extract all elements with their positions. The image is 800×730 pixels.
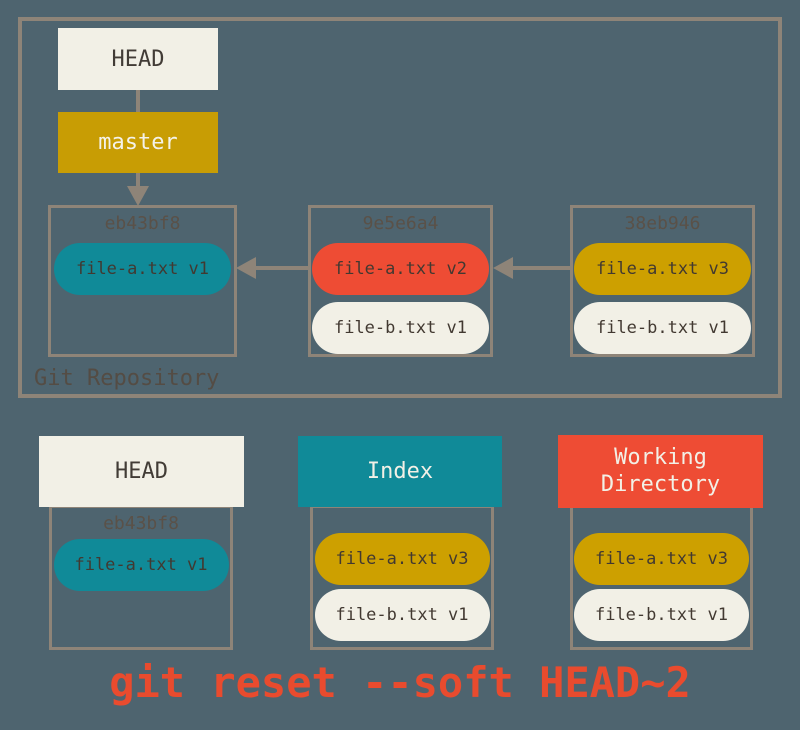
commit-hash: 38eb946 (624, 213, 701, 234)
working-directory-content-box: file-a.txt v3 file-b.txt v1 (570, 505, 753, 650)
working-directory-header: Working Directory (558, 435, 763, 508)
parent-arrow-line (512, 266, 570, 270)
head-area-title: HEAD (115, 459, 168, 484)
commit-box-9e5e6a4: 9e5e6a4 file-a.txt v2 file-b.txt v1 (308, 205, 493, 357)
file-snapshot-pill: file-a.txt v1 (54, 243, 231, 295)
index-area-title: Index (366, 459, 434, 484)
file-snapshot-pill: file-b.txt v1 (574, 302, 751, 354)
file-snapshot-pill: file-b.txt v1 (312, 302, 489, 354)
arrowhead-master-to-commit (127, 186, 149, 206)
file-snapshot-pill: file-b.txt v1 (314, 589, 490, 641)
file-snapshot-pill: file-a.txt v3 (574, 243, 751, 295)
file-snapshot-pill: file-a.txt v3 (314, 533, 490, 585)
head-area-content-box: eb43bf8 file-a.txt v1 (49, 505, 233, 650)
head-area-commit-hash: eb43bf8 (103, 513, 179, 534)
head-pointer-label: HEAD (111, 46, 165, 72)
master-branch-label: master (98, 130, 178, 155)
git-repository-box: Git Repository (18, 17, 782, 398)
file-snapshot-pill: file-b.txt v1 (574, 589, 749, 641)
parent-arrow-line (255, 266, 308, 270)
index-area-header: Index (298, 436, 502, 507)
command-caption: git reset --soft HEAD~2 (109, 658, 691, 707)
head-area-header: HEAD (39, 436, 244, 507)
master-branch-box: master (58, 112, 218, 173)
commit-hash: 9e5e6a4 (362, 213, 439, 234)
file-snapshot-pill: file-a.txt v3 (574, 533, 749, 585)
file-snapshot-pill: file-a.txt v2 (312, 243, 489, 295)
git-repository-label: Git Repository (34, 366, 220, 391)
arrowhead-9e5e6a4-to-eb43bf8 (236, 257, 256, 279)
commit-box-eb43bf8: eb43bf8 file-a.txt v1 (48, 205, 237, 357)
index-area-content-box: file-a.txt v3 file-b.txt v1 (310, 505, 494, 650)
commit-box-38eb946: 38eb946 file-a.txt v3 file-b.txt v1 (570, 205, 755, 357)
working-directory-title: Working Directory (600, 445, 721, 497)
file-snapshot-pill: file-a.txt v1 (53, 539, 229, 591)
arrowhead-38eb946-to-9e5e6a4 (493, 257, 513, 279)
head-pointer-box: HEAD (58, 28, 218, 90)
commit-hash: eb43bf8 (104, 213, 181, 234)
